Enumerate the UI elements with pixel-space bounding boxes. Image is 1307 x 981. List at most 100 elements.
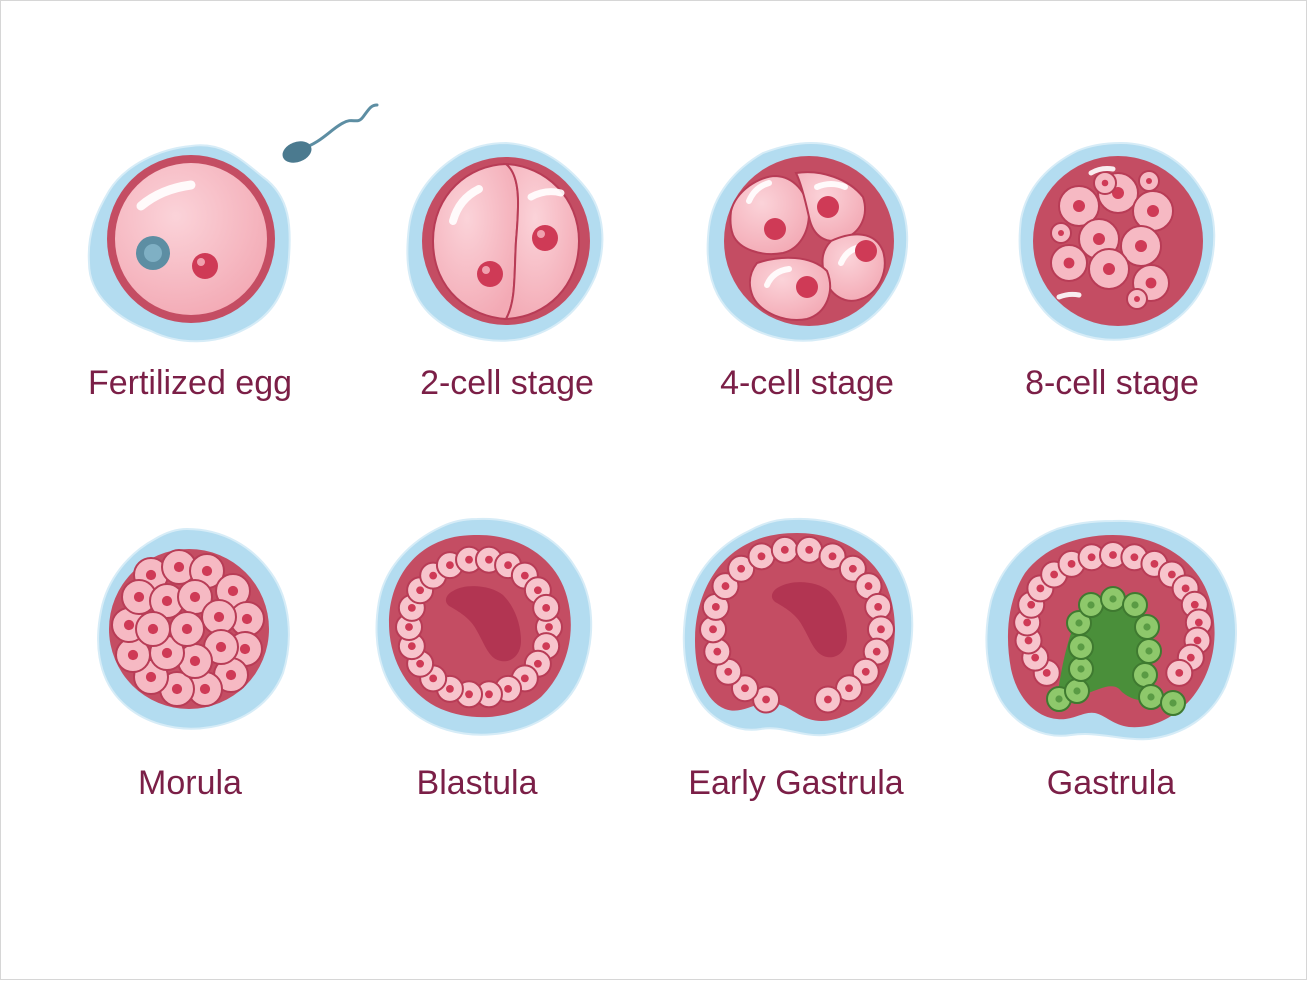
cell-nucleus bbox=[534, 660, 542, 668]
cell-nucleus bbox=[865, 582, 873, 590]
cell-nucleus bbox=[485, 556, 493, 564]
egg-nucleus bbox=[192, 253, 218, 279]
label-2-cell-stage: 2-cell stage bbox=[357, 363, 657, 403]
cell-nucleus bbox=[781, 546, 789, 554]
two-cell-illustration bbox=[407, 143, 602, 341]
cell-nucleus bbox=[1058, 230, 1064, 236]
cell-nucleus bbox=[190, 656, 200, 666]
cell-nucleus bbox=[1151, 560, 1159, 568]
cell-nucleus bbox=[1073, 687, 1080, 694]
cell-nucleus bbox=[1075, 619, 1082, 626]
cell-nucleus bbox=[1068, 560, 1076, 568]
cell-nucleus bbox=[429, 572, 437, 580]
cell-nucleus bbox=[146, 672, 156, 682]
cell-nucleus bbox=[1168, 571, 1176, 579]
cell-nucleus bbox=[162, 648, 172, 658]
cell-nucleus bbox=[240, 644, 250, 654]
cell-nucleus bbox=[182, 624, 192, 634]
cell-nucleus bbox=[1147, 205, 1159, 217]
cell-nucleus bbox=[873, 648, 881, 656]
cell-nucleus bbox=[521, 674, 529, 682]
cell-nucleus bbox=[1031, 654, 1039, 662]
label-morula: Morula bbox=[40, 763, 340, 803]
cell-nucleus bbox=[1087, 601, 1094, 608]
cell-nucleus bbox=[1109, 551, 1117, 559]
cell-nucleus bbox=[228, 586, 238, 596]
cell-nucleus bbox=[416, 660, 424, 668]
cell-nucleus bbox=[1130, 553, 1138, 561]
cell-nucleus bbox=[849, 565, 857, 573]
cell-nucleus bbox=[465, 690, 473, 698]
label-early-gastrula: Early Gastrula bbox=[646, 763, 946, 803]
cell-nucleus bbox=[405, 623, 413, 631]
cell-nucleus bbox=[762, 696, 770, 704]
label-4-cell-stage: 4-cell stage bbox=[657, 363, 957, 403]
cell-nucleus bbox=[465, 556, 473, 564]
cell-nucleus bbox=[174, 562, 184, 572]
cell-nucleus bbox=[1135, 240, 1147, 252]
cell-nucleus bbox=[216, 642, 226, 652]
cell-nucleus bbox=[1103, 263, 1115, 275]
label-fertilized-egg: Fertilized egg bbox=[40, 363, 340, 403]
cell-nucleus bbox=[1050, 571, 1058, 579]
cell-nucleus bbox=[242, 614, 252, 624]
morula-illustration bbox=[98, 529, 289, 729]
cell-nucleus bbox=[134, 592, 144, 602]
cell-nucleus bbox=[1146, 278, 1157, 289]
cell-nucleus bbox=[1088, 553, 1096, 561]
gastrula-illustration bbox=[986, 521, 1236, 739]
cell-nucleus bbox=[1145, 647, 1152, 654]
cell-nucleus bbox=[408, 642, 416, 650]
cell-nucleus bbox=[446, 561, 454, 569]
cell-nucleus bbox=[408, 604, 416, 612]
cell-nucleus bbox=[446, 685, 454, 693]
cell-nucleus bbox=[1036, 585, 1044, 593]
cell-nucleus bbox=[805, 546, 813, 554]
cell-nucleus bbox=[758, 552, 766, 560]
cell-nucleus bbox=[146, 570, 156, 580]
cell-nucleus bbox=[1093, 233, 1105, 245]
cell-nucleus bbox=[741, 684, 749, 692]
cell-nucleus bbox=[416, 586, 424, 594]
cell-nucleus bbox=[709, 625, 717, 633]
cell-nucleus bbox=[545, 623, 553, 631]
cell-nucleus bbox=[542, 642, 550, 650]
cell-nucleus bbox=[429, 674, 437, 682]
cell-nucleus bbox=[162, 596, 172, 606]
cell-nucleus bbox=[862, 668, 870, 676]
cell-nucleus bbox=[226, 670, 236, 680]
cell-nucleus bbox=[1146, 178, 1152, 184]
cell-nucleus bbox=[1169, 699, 1176, 706]
cell-nucleus bbox=[1131, 601, 1138, 608]
cell-nucleus bbox=[190, 592, 200, 602]
cell-nucleus bbox=[874, 603, 882, 611]
cell-nucleus bbox=[1043, 669, 1051, 677]
cell-nucleus bbox=[485, 690, 493, 698]
cell-nucleus bbox=[1025, 637, 1033, 645]
cell-nucleus bbox=[845, 684, 853, 692]
cell-nucleus bbox=[148, 624, 158, 634]
sperm-cell bbox=[279, 105, 377, 167]
cell-nucleus bbox=[1055, 695, 1062, 702]
cell-nucleus bbox=[1109, 595, 1116, 602]
cell-nucleus bbox=[542, 604, 550, 612]
four-cell-illustration bbox=[708, 143, 908, 341]
cell-nucleus bbox=[214, 612, 224, 622]
cell-nucleus bbox=[534, 586, 542, 594]
label-gastrula: Gastrula bbox=[961, 763, 1261, 803]
blastula-illustration bbox=[377, 519, 592, 735]
label-8-cell-stage: 8-cell stage bbox=[962, 363, 1262, 403]
cell-nucleus bbox=[824, 696, 832, 704]
cell-nucleus bbox=[1187, 654, 1195, 662]
cell-nucleus bbox=[124, 620, 134, 630]
cell-nucleus bbox=[1073, 200, 1085, 212]
cell-nucleus bbox=[504, 685, 512, 693]
cell-nucleus bbox=[1027, 601, 1035, 609]
label-blastula: Blastula bbox=[327, 763, 627, 803]
cell-nucleus bbox=[1143, 623, 1150, 630]
cell-nucleus bbox=[1195, 619, 1203, 627]
cell-nucleus bbox=[1064, 258, 1075, 269]
cell-nucleus bbox=[1077, 643, 1084, 650]
